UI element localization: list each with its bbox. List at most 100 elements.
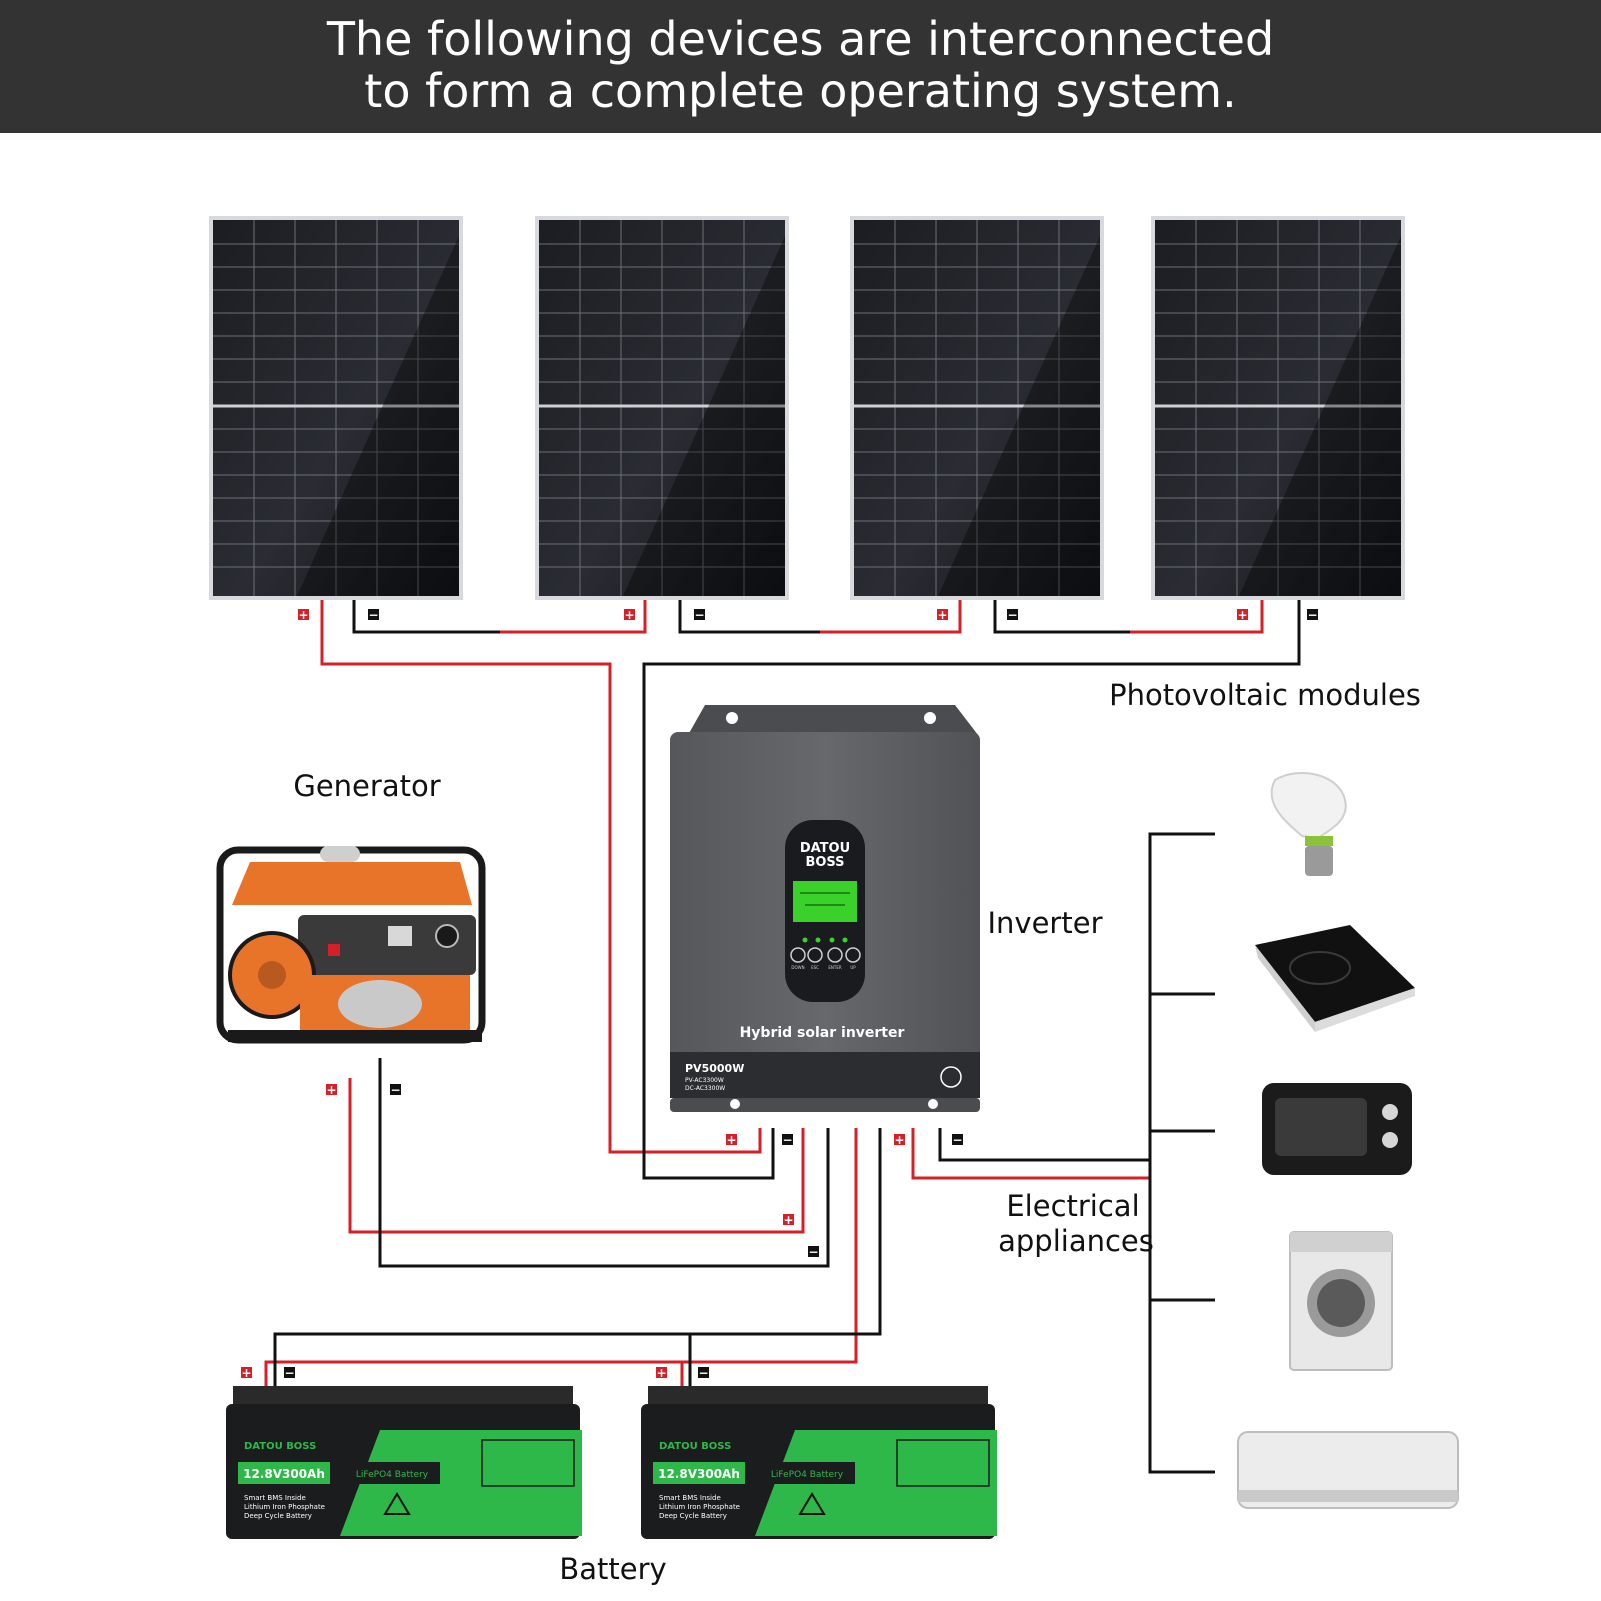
generator-negative-terminal: − (390, 1083, 401, 1097)
wiring (264, 600, 1301, 1474)
inverter-model: PV5000W (685, 1062, 744, 1075)
label-electrical-appliances-line1: Electrical (1006, 1189, 1139, 1223)
svg-text:+: + (624, 608, 634, 622)
label-electrical-appliances-line2: appliances (998, 1224, 1154, 1258)
inverter-brand-line2: BOSS (805, 855, 844, 870)
inverter-up-label: UP (850, 965, 856, 970)
inverter-down-label: DOWN (791, 965, 804, 970)
inverter-enter-label: ENTER (828, 965, 841, 970)
svg-text:−: − (952, 1133, 962, 1147)
svg-text:+: + (326, 1083, 336, 1097)
generator (216, 846, 486, 1044)
inverter-esc-label: ESC (811, 965, 819, 970)
inverter-lcd-screen (793, 881, 857, 922)
battery-2-brand: DATOU BOSS (659, 1441, 731, 1452)
washing-machine-icon (1289, 1231, 1393, 1371)
svg-text:−: − (808, 1245, 818, 1259)
battery-1-desc-2: Lithium Iron Phosphate (244, 1503, 325, 1511)
label-inverter: Inverter (988, 906, 1103, 940)
battery-positive-to-inverter (264, 1128, 858, 1392)
svg-text:−: − (782, 1133, 792, 1147)
svg-text:−: − (1307, 608, 1317, 622)
inverter-load-positive-terminal: + (894, 1133, 905, 1147)
inverter-bottom (670, 1098, 980, 1112)
battery-1-capacity: 12.8V300Ah (243, 1467, 325, 1481)
pv3-positive-terminal: + (937, 608, 948, 622)
battery1-negative-terminal: − (284, 1366, 295, 1380)
battery-1-type: LiFePO4 Battery (356, 1470, 429, 1480)
hybrid-inverter: DATOU BOSS DOWN ESC ENTER UP Hybrid sola… (670, 705, 980, 1112)
terminal-markers: + − + − + − + − + − + − + − + − + − + − (241, 608, 1318, 1380)
pv-chain-negative-2 (678, 600, 820, 634)
battery-2-type: LiFePO4 Battery (771, 1470, 844, 1480)
pv-negative-to-inverter (642, 600, 1301, 1180)
inverter-caption: Hybrid solar inverter (740, 1025, 905, 1041)
svg-text:+: + (894, 1133, 904, 1147)
inverter-enter-button[interactable] (827, 947, 843, 963)
svg-text:+: + (241, 1366, 251, 1380)
battery-2-capacity: 12.8V300Ah (658, 1467, 740, 1481)
air-conditioner-icon (1237, 1431, 1459, 1509)
battery-1-desc-3: Deep Cycle Battery (244, 1512, 312, 1520)
inverter-load-negative-terminal: − (952, 1133, 963, 1147)
battery-1-brand: DATOU BOSS (244, 1441, 316, 1452)
inverter-brand-line1: DATOU (800, 841, 850, 856)
inverter-esc-button[interactable] (807, 947, 823, 963)
battery1-positive-terminal: + (241, 1366, 252, 1380)
solar-panel-2 (535, 216, 789, 600)
pv-chain-positive-3 (1130, 600, 1264, 634)
svg-text:+: + (937, 608, 947, 622)
inverter-gen-negative-terminal: − (808, 1245, 819, 1259)
pv-chain-negative-1 (352, 600, 500, 634)
generator-negative-to-inverter (378, 1058, 830, 1268)
solar-panel-4 (1151, 216, 1405, 600)
inverter-buttons (790, 947, 861, 963)
svg-text:+: + (298, 608, 308, 622)
inverter-spec-1: PV-AC3300W (685, 1077, 724, 1084)
inverter-pv-negative-terminal: − (782, 1133, 793, 1147)
pv4-negative-terminal: − (1307, 608, 1318, 622)
battery-1-warning-icon (383, 1492, 411, 1515)
svg-text:+: + (726, 1133, 736, 1147)
load-positive (911, 1128, 1150, 1180)
battery-2-desc-1: Smart BMS Inside (659, 1494, 721, 1502)
inverter-up-button[interactable] (845, 947, 861, 963)
light-bulb-icon (1270, 771, 1347, 876)
header-line-1: The following devices are interconnected (326, 12, 1275, 66)
inverter-mount-top (688, 705, 978, 735)
battery-2: DATOU BOSS 12.8V300Ah LiFePO4 Battery Sm… (641, 1386, 997, 1539)
battery-2-warning-icon (798, 1492, 826, 1515)
inverter-label-band (670, 1052, 980, 1098)
label-battery: Battery (559, 1552, 666, 1586)
header-line-2: to form a complete operating system. (364, 64, 1237, 118)
load-bus (1148, 832, 1215, 1474)
load-negative (938, 1128, 1150, 1162)
battery-2-desc-3: Deep Cycle Battery (659, 1512, 727, 1520)
battery-2-desc-2: Lithium Iron Phosphate (659, 1503, 740, 1511)
pv2-negative-terminal: − (694, 608, 705, 622)
inverter-down-button[interactable] (790, 947, 806, 963)
battery2-positive-terminal: + (656, 1366, 667, 1380)
pv1-positive-terminal: + (298, 608, 309, 622)
svg-text:−: − (390, 1083, 400, 1097)
label-generator: Generator (293, 769, 440, 803)
svg-text:+: + (656, 1366, 666, 1380)
svg-text:+: + (1237, 608, 1247, 622)
pv2-positive-terminal: + (624, 608, 635, 622)
pv-chain-positive-2 (820, 600, 962, 634)
generator-positive-to-inverter (348, 1078, 805, 1234)
toaster-oven-icon (1262, 1083, 1412, 1175)
solar-panel-3 (850, 216, 1104, 600)
battery-negative-to-inverter (273, 1128, 882, 1392)
induction-cooktop-icon (1255, 925, 1415, 1032)
pv4-positive-terminal: + (1237, 608, 1248, 622)
pv1-negative-terminal: − (368, 608, 379, 622)
svg-text:−: − (1007, 608, 1017, 622)
svg-text:−: − (698, 1366, 708, 1380)
pv3-negative-terminal: − (1007, 608, 1018, 622)
inverter-pv-positive-terminal: + (726, 1133, 737, 1147)
svg-text:−: − (284, 1366, 294, 1380)
label-photovoltaic-modules: Photovoltaic modules (1109, 678, 1421, 712)
pv-chain-positive-1 (500, 600, 647, 634)
